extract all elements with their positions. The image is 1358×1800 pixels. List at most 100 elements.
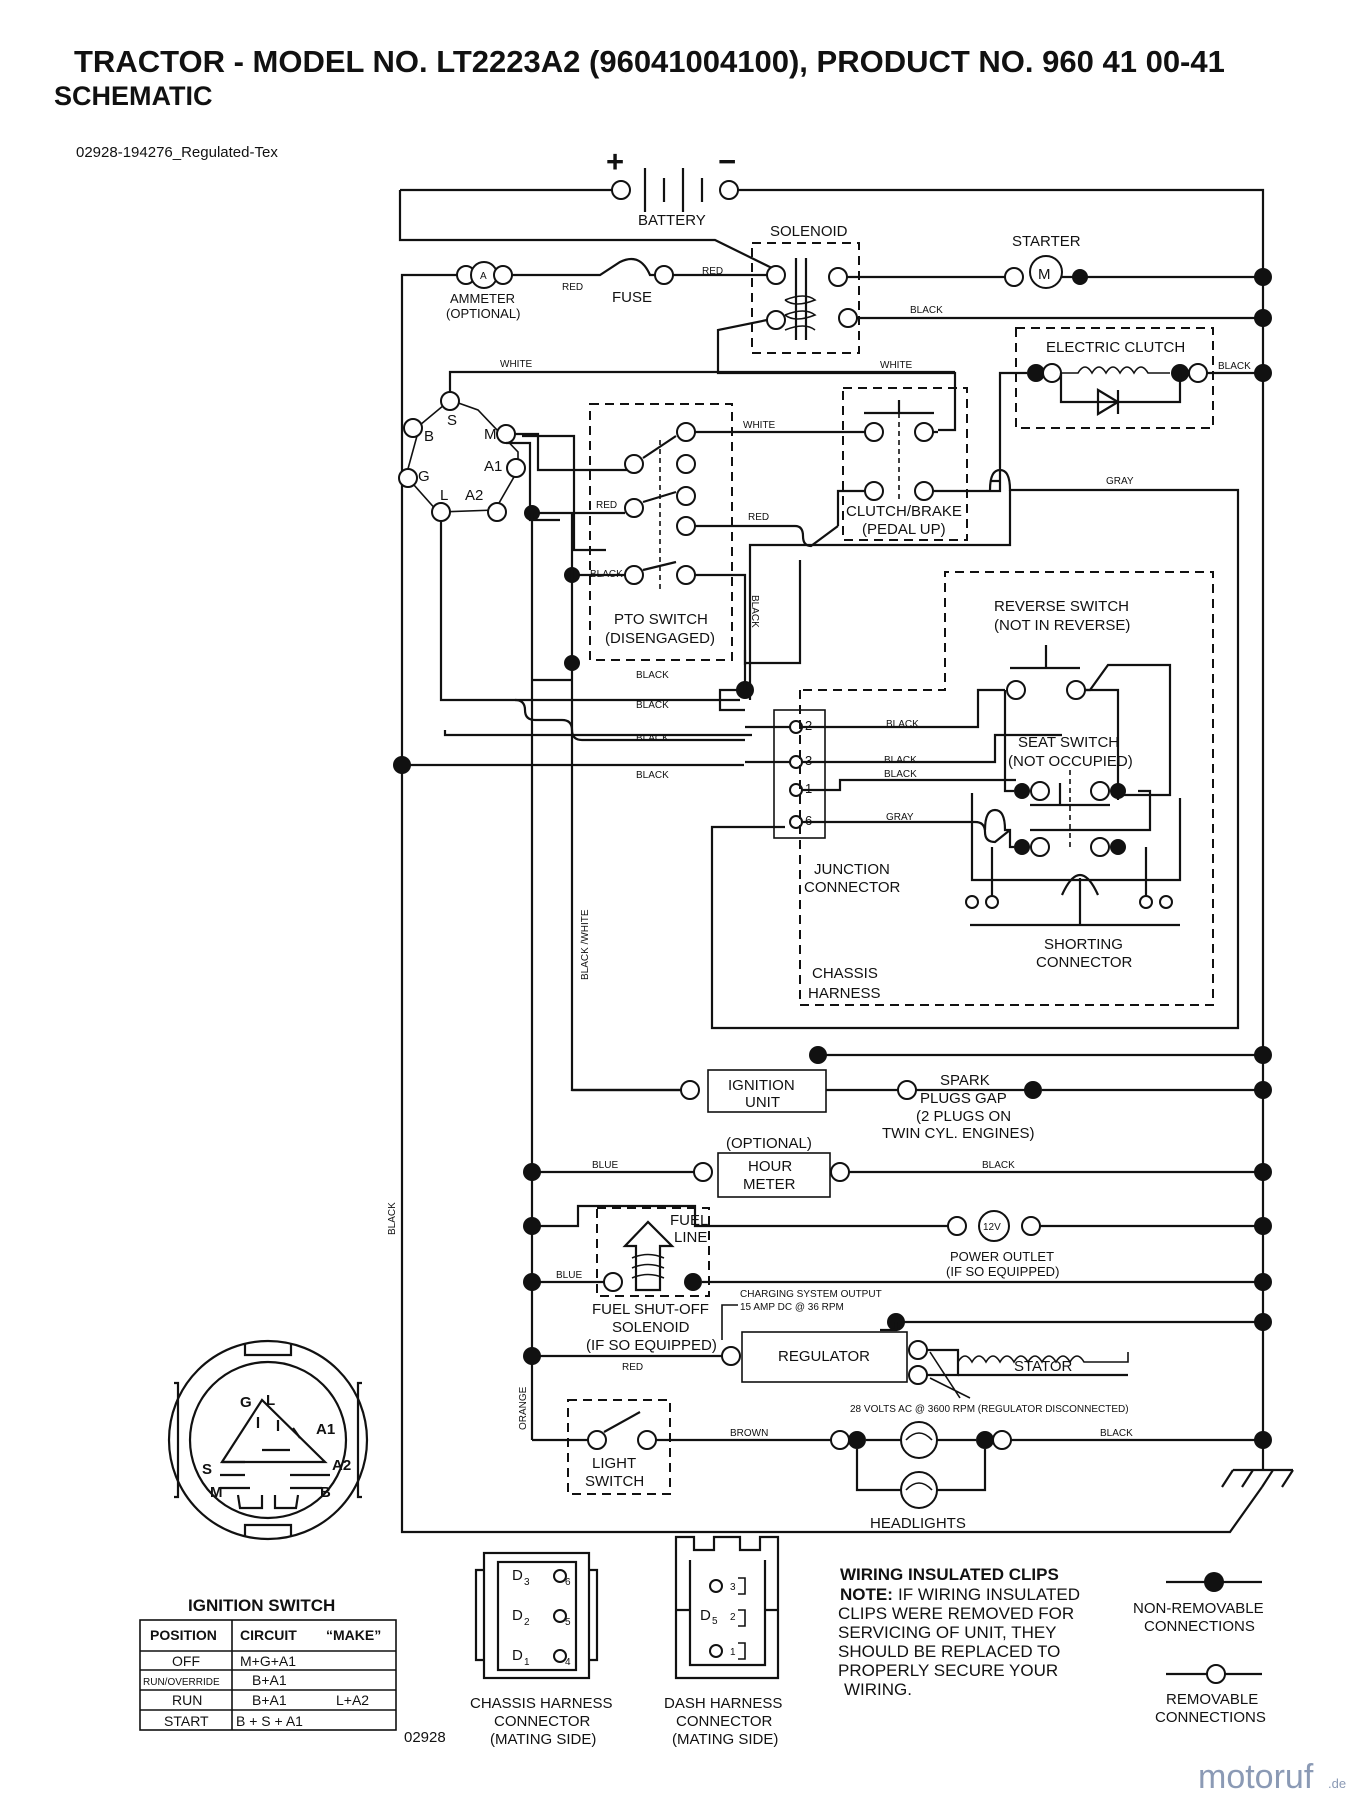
- stator-voltage-label: 28 VOLTS AC @ 3600 RPM (REGULATOR DISCON…: [850, 1404, 1129, 1415]
- junction-pin-label: 3: [805, 753, 812, 768]
- table-cell: RUN: [172, 1692, 202, 1708]
- switch-terminal-label: A1: [484, 458, 502, 475]
- power-outlet-label: POWER OUTLET: [950, 1249, 1054, 1264]
- note-line: SHOULD BE REPLACED TO: [838, 1642, 1060, 1661]
- connector-pin-label: 1: [730, 1647, 736, 1658]
- switch-terminal-label: L: [440, 487, 448, 504]
- junction-label: JUNCTION: [814, 861, 890, 878]
- wire-label-blue: BLUE: [556, 1270, 582, 1281]
- gray-wire: GRAY: [710, 468, 1240, 1030]
- connector-pin-label: 2: [730, 1612, 736, 1623]
- charging-output-label: CHARGING SYSTEM OUTPUT: [740, 1289, 882, 1300]
- fuel-shutoff-solenoid: FUEL LINE BLUE FUEL SHUT-OFF SOLENOID (I…: [523, 1207, 1272, 1354]
- connector-pin-label: 3: [730, 1582, 736, 1593]
- connector-pin-sub: 5: [712, 1616, 718, 1627]
- fuel-line-label: LINE: [674, 1229, 707, 1246]
- switch-terminal-label: A2: [332, 1457, 351, 1474]
- fuse-label: FUSE: [612, 289, 652, 306]
- table-cell: L+A2: [336, 1692, 369, 1708]
- electric-clutch-label: ELECTRIC CLUTCH: [1046, 339, 1185, 356]
- header: TRACTOR - MODEL NO. LT2223A2 (9604100410…: [54, 44, 1225, 161]
- wire-label-black: BLACK: [884, 755, 917, 766]
- connector-pin-sub: 2: [524, 1617, 530, 1628]
- connector-pin-sub: 3: [524, 1577, 530, 1588]
- wire-label-red: RED: [622, 1362, 643, 1373]
- wire-label-black: BLACK: [884, 769, 917, 780]
- connector-label: (MATING SIDE): [490, 1731, 596, 1748]
- table-header: CIRCUIT: [240, 1627, 297, 1643]
- ignition-switch-schematic: B S M G A1 L A2 WHITE: [398, 359, 955, 702]
- wire-label-orange: ORANGE: [518, 1386, 529, 1430]
- light-switch-label: SWITCH: [585, 1473, 644, 1490]
- connector-pin-label: D: [700, 1607, 711, 1624]
- note-title: WIRING INSULATED CLIPS: [840, 1565, 1059, 1584]
- light-switch-label: LIGHT: [592, 1455, 636, 1472]
- hour-meter-label: HOUR: [748, 1158, 792, 1175]
- wire-label-gray: GRAY: [1106, 476, 1134, 487]
- chassis-harness: CHASSIS HARNESS REVERSE SWITCH (NOT IN R…: [799, 571, 1214, 1006]
- chassis-harness-label: HARNESS: [808, 985, 881, 1002]
- table-cell: M+G+A1: [240, 1653, 296, 1669]
- wire-label-black: BLACK: [387, 1202, 398, 1235]
- switch-terminal-label: S: [447, 412, 457, 429]
- table-cell: B+A1: [252, 1672, 287, 1688]
- junction-label: CONNECTOR: [804, 879, 901, 896]
- connector-pin-label: 5: [565, 1617, 571, 1628]
- connector-pin-label: D: [512, 1607, 523, 1624]
- switch-terminal-label: S: [202, 1461, 212, 1478]
- ignition-unit: IGNITION UNIT SPARK PLUGS GAP (2 PLUGS O…: [572, 1046, 1272, 1142]
- shorting-connector-label: CONNECTOR: [1036, 954, 1133, 971]
- wire-label-black: BLACK: [590, 569, 623, 580]
- connector-pin-label: D: [512, 1567, 523, 1584]
- connector-label: CONNECTOR: [676, 1713, 773, 1730]
- table-cell: OFF: [172, 1653, 200, 1669]
- connector-label: (MATING SIDE): [672, 1731, 778, 1748]
- note-line: SERVICING OF UNIT, THEY: [838, 1623, 1057, 1642]
- regulator-label: REGULATOR: [778, 1348, 870, 1365]
- note-line: CLIPS WERE REMOVED FOR: [838, 1604, 1074, 1623]
- pto-switch-label: PTO SWITCH: [614, 611, 708, 628]
- seat-switch-label: SEAT SWITCH: [1018, 734, 1119, 751]
- table-cell: RUN/OVERRIDE: [143, 1677, 220, 1688]
- ammeter-optional-label: (OPTIONAL): [446, 306, 520, 321]
- ammeter-label: AMMETER: [450, 291, 515, 306]
- charging-output-label: 15 AMP DC @ 36 RPM: [740, 1302, 844, 1313]
- headlights-label: HEADLIGHTS: [870, 1515, 966, 1532]
- table-cell: B+A1: [252, 1692, 287, 1708]
- table-cell: B + S + A1: [236, 1713, 303, 1729]
- fuel-solenoid-label: SOLENOID: [612, 1319, 690, 1336]
- wire-label-black: BLACK: [1100, 1428, 1133, 1439]
- switch-terminal-label: M: [484, 426, 497, 443]
- note-prefix: NOTE:: [840, 1585, 893, 1604]
- hour-meter: (OPTIONAL) HOUR METER BLUE BLACK: [523, 1135, 1272, 1198]
- junction-pin-label: 6: [805, 813, 812, 828]
- wire-label-black: BLACK: [982, 1160, 1015, 1171]
- wire-label-white: WHITE: [500, 359, 533, 370]
- page-subtitle: SCHEMATIC: [54, 81, 213, 111]
- wire-label-brown: BROWN: [730, 1428, 768, 1439]
- wire-label-white: WHITE: [743, 420, 776, 431]
- spark-plugs-label: TWIN CYL. ENGINES): [882, 1125, 1035, 1142]
- wire-label-red: RED: [748, 512, 769, 523]
- spark-plugs-label: PLUGS GAP: [920, 1090, 1007, 1107]
- ignition-circuit-table: POSITION CIRCUIT “MAKE” OFF M+G+A1 RUN/O…: [139, 1619, 446, 1746]
- switch-terminal-label: A1: [316, 1421, 335, 1438]
- wire-label-black: BLACK: [636, 700, 669, 711]
- wire-label-black: BLACK: [636, 770, 669, 781]
- wire-label-black: BLACK: [636, 670, 669, 681]
- switch-terminal-label: G: [418, 468, 430, 485]
- switch-terminal-label: G: [240, 1394, 252, 1411]
- watermark-suffix: .de: [1328, 1776, 1346, 1791]
- reverse-state-label: (NOT IN REVERSE): [994, 617, 1130, 634]
- shorting-connector-label: SHORTING: [1044, 936, 1123, 953]
- charging-system: CHARGING SYSTEM OUTPUT 15 AMP DC @ 36 RP…: [523, 1289, 1272, 1415]
- hour-meter-optional-label: (OPTIONAL): [726, 1135, 812, 1152]
- wire-label-white: WHITE: [880, 360, 913, 371]
- starter-label: STARTER: [1012, 233, 1081, 250]
- reverse-switch-label: REVERSE SWITCH: [994, 598, 1129, 615]
- starting-circuit: SOLENOID A AMMETER (OPTIONAL) FUSE RED R…: [400, 223, 1272, 432]
- connector-pin-sub: 1: [524, 1657, 530, 1668]
- legend-label: CONNECTIONS: [1144, 1618, 1255, 1635]
- electric-clutch: ELECTRIC CLUTCH BLACK: [990, 327, 1272, 483]
- connection-legend: NON-REMOVABLE CONNECTIONS REMOVABLE CONN…: [1133, 1572, 1266, 1726]
